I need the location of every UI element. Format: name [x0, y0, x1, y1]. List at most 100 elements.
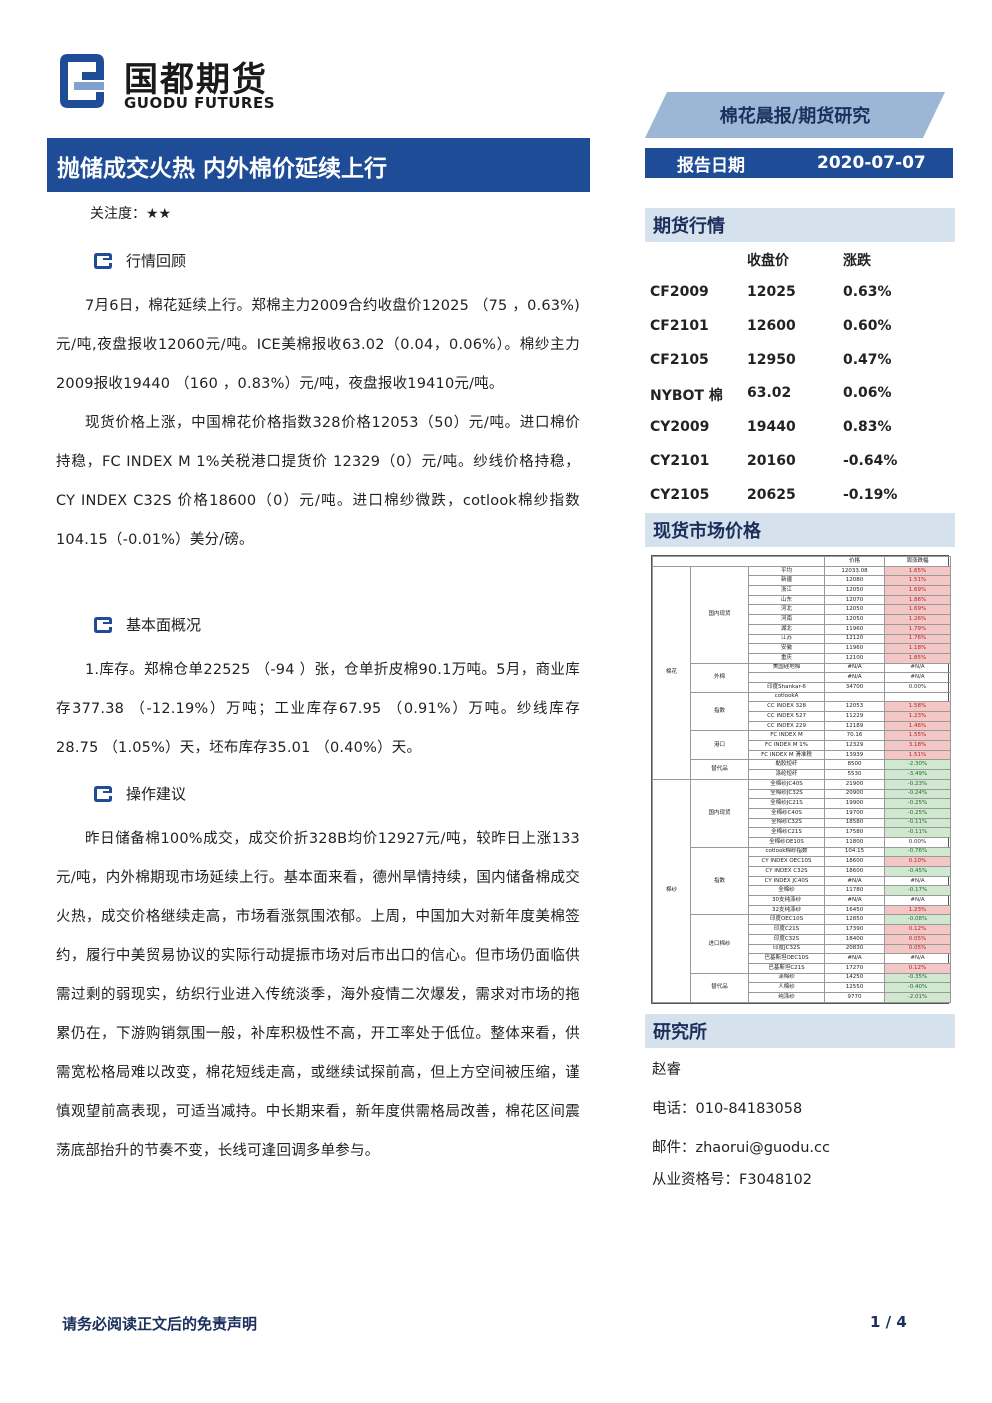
spot-item-change: -0.25% [884, 807, 952, 819]
title-rule [47, 138, 590, 140]
price-change: 0.63% [843, 284, 892, 300]
spot-item-name: 人棉纱 [747, 982, 826, 993]
spot-item-name: 全棉纱JC32S [747, 788, 826, 800]
spot-item-change: 1.58% [884, 701, 952, 712]
spot-category: 棉纱 [652, 778, 691, 1004]
spot-item-change: 1.65% [884, 565, 952, 577]
spot-item-name: 河北 [747, 604, 826, 616]
spot-item-change: 1.69% [884, 585, 952, 596]
close-price: 12025 [747, 284, 796, 300]
spot-item-name: CY INDEX OEC10S [747, 856, 826, 867]
spot-item-change: -0.76% [884, 846, 952, 858]
spot-item-name: 30支纯涤纱 [747, 895, 826, 906]
spot-item-name: CC INDEX 229 [747, 720, 826, 732]
report-date-label: 报告日期 [677, 155, 745, 176]
spot-item-change: 0.00% [884, 681, 952, 693]
spot-subcategory: 指数 [690, 846, 749, 916]
spot-item-price: 12120 [824, 633, 886, 645]
spot-item-change: -0.11% [884, 827, 952, 838]
spot-item-name: 安徽 [747, 643, 826, 654]
contract-code: CF2009 [650, 284, 709, 300]
spot-item-price: #N/A [824, 672, 886, 683]
spot-item-price: 12329 [824, 740, 886, 751]
contract-code: NYBOT 棉 [650, 388, 723, 405]
col-change-header: 涨跌 [843, 253, 871, 269]
spot-item-change: 3.18% [884, 740, 952, 751]
close-price: 12600 [747, 317, 796, 334]
report-type-banner: 棉花晨报/期货研究 [645, 92, 945, 138]
research-heading: 研究所 [645, 1014, 955, 1048]
spot-item-name [747, 672, 826, 683]
spot-item-price: 19700 [824, 807, 886, 819]
logo-en-text: GUODU FUTURES [124, 94, 276, 112]
report-date-value: 2020-07-07 [817, 153, 926, 173]
spot-subcategory: 国内现货 [690, 778, 749, 848]
spot-item-change: 1.55% [884, 730, 952, 742]
spot-item-price: 18600 [824, 866, 886, 877]
spot-item-change: #N/A [884, 895, 952, 906]
futures-heading: 期货行情 [645, 208, 955, 242]
spot-item-change: 1.46% [884, 720, 952, 732]
spot-item-name: 印度Shankar-6 [747, 681, 826, 693]
spot-subcategory: 国内现货 [690, 565, 749, 664]
spot-item-name: cotlookA [747, 691, 826, 703]
spot-subcategory: 替代品 [690, 759, 749, 780]
paragraph: 现货价格上涨，中国棉花价格指数328价格12053（50）元/吨。进口棉价持稳，… [56, 415, 580, 548]
spot-item-name: 浙江 [747, 585, 826, 596]
spot-item-price: 12100 [824, 652, 886, 664]
spot-item-price: 104.15 [824, 846, 886, 858]
spot-item-change: -0.23% [884, 778, 952, 790]
focus-rating: 关注度：★★ [90, 206, 172, 222]
spot-item-price: 18580 [824, 817, 886, 829]
spot-item-change: -0.17% [884, 885, 952, 897]
spot-item-price: #N/A [824, 662, 886, 674]
spot-item-price: 20900 [824, 788, 886, 800]
spot-item-change: -2.01% [884, 991, 952, 1004]
spot-item-name: cotlook棉纱指数 [747, 846, 826, 858]
spot-item-price: 8500 [824, 759, 886, 771]
spot-item-name: 印度OEC10S [747, 914, 826, 926]
spot-item-change: -0.35% [884, 972, 952, 984]
spot-item-name: CC INDEX 527 [747, 711, 826, 722]
spot-item-change: 0.00% [884, 836, 952, 848]
market-review-body: 7月6日，棉花延续上行。郑棉主力2009合约收盘价12025 （75 ，0.63… [56, 287, 580, 560]
price-change: 0.60% [843, 317, 892, 334]
guodu-logo-icon [60, 54, 104, 108]
spot-item-change: 1.51% [884, 575, 952, 587]
analyst-email: 邮件：zhaorui@guodu.cc [652, 1140, 830, 1156]
spot-item-name: FC INDEX M 滑准税 [747, 749, 826, 761]
futures-table-header: 收盘价 涨跌 [650, 250, 950, 270]
spot-subcategory: 港口 [690, 730, 749, 761]
spot-item-name: 全棉纱JC21S [747, 798, 826, 809]
section-bullet-icon [94, 785, 112, 802]
spot-item-change: -3.49% [884, 769, 952, 780]
spot-item-change: 0.12% [884, 962, 952, 974]
spot-item-price: 13939 [824, 749, 886, 761]
spot-item-name: 涤纶短纤 [747, 769, 826, 780]
spot-category: 棉花 [652, 565, 691, 780]
spot-item-price: 12050 [824, 614, 886, 625]
spot-item-name: 山东 [747, 594, 826, 606]
spot-subcategory: 指数 [690, 691, 749, 732]
close-price: 19440 [747, 419, 796, 436]
spot-item-price: 70.16 [824, 730, 886, 742]
spot-item-change: 1.51% [884, 749, 952, 761]
section-heading-text: 基本面概况 [126, 616, 202, 634]
price-change: 0.06% [843, 385, 892, 402]
spot-item-name: 涤棉纱 [747, 972, 826, 984]
spot-item-price: 12050 [824, 585, 886, 596]
close-price: 20625 [747, 486, 796, 503]
spot-subcategory: 替代品 [690, 972, 749, 1004]
paragraph: 1.库存。郑棉仓单22525 （-94 ）张，仓单折皮棉90.1万吨。5月，商业… [56, 662, 580, 756]
spot-item-price: 12189 [824, 720, 886, 732]
